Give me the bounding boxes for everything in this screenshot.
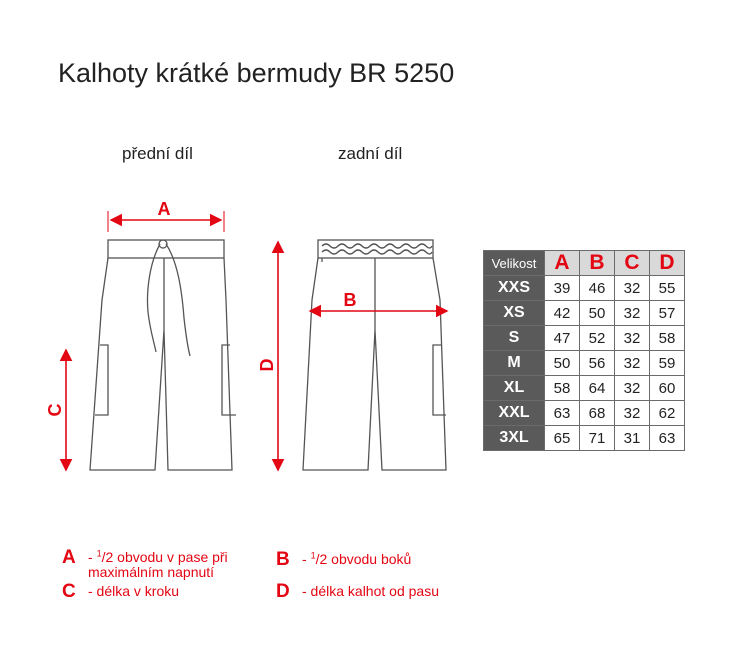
value-b: 71: [579, 425, 615, 451]
size-label: XL: [483, 375, 545, 401]
legend-text-c: - délka v kroku: [88, 583, 180, 599]
value-a: 42: [544, 300, 580, 326]
value-b: 46: [579, 275, 615, 301]
value-d: 63: [649, 425, 685, 451]
value-a: 65: [544, 425, 580, 451]
back-side-pocket: [432, 344, 446, 416]
front-shorts-outline: [89, 239, 236, 471]
value-d: 58: [649, 325, 685, 351]
value-b: 56: [579, 350, 615, 376]
back-waistband: [317, 239, 434, 259]
value-a: 58: [544, 375, 580, 401]
value-a: 63: [544, 400, 580, 426]
value-c: 32: [614, 375, 650, 401]
size-label: XXS: [483, 275, 545, 301]
dimension-c: C: [45, 348, 73, 472]
legend-letter-d: D: [276, 581, 290, 602]
size-table: Velikost A B C D XXS 39 46 32 55 XS 42 5…: [483, 250, 685, 451]
size-label: XXL: [483, 400, 545, 426]
value-a: 47: [544, 325, 580, 351]
value-c: 32: [614, 300, 650, 326]
legend-letter-b: B: [276, 549, 290, 570]
value-a: 39: [544, 275, 580, 301]
column-c-header: C: [614, 250, 650, 276]
table-row: XS 42 50 32 57: [483, 300, 685, 326]
value-b: 50: [579, 300, 615, 326]
table-row: XL 58 64 32 60: [483, 375, 685, 401]
value-d: 57: [649, 300, 685, 326]
dimension-a: A: [107, 199, 225, 232]
size-column-header: Velikost: [483, 250, 545, 276]
value-c: 32: [614, 325, 650, 351]
value-d: 59: [649, 350, 685, 376]
table-row: XXL 63 68 32 62: [483, 400, 685, 426]
dimension-b-letter: B: [344, 290, 357, 310]
value-c: 32: [614, 400, 650, 426]
value-a: 50: [544, 350, 580, 376]
column-b-header: B: [579, 250, 615, 276]
legend-text-d: - délka kalhot od pasu: [302, 583, 439, 599]
value-b: 64: [579, 375, 615, 401]
value-d: 55: [649, 275, 685, 301]
legend-text-b: - 1/2 obvodu boků: [302, 550, 412, 567]
value-c: 32: [614, 350, 650, 376]
front-view-label: přední díl: [122, 144, 193, 163]
value-d: 60: [649, 375, 685, 401]
value-c: 32: [614, 275, 650, 301]
size-label: S: [483, 325, 545, 351]
value-c: 31: [614, 425, 650, 451]
table-row: XXS 39 46 32 55: [483, 275, 685, 301]
back-shorts-outline: [302, 239, 447, 471]
dimension-d-letter: D: [257, 359, 277, 372]
legend-letter-a: A: [62, 547, 76, 568]
size-label: XS: [483, 300, 545, 326]
legend-letter-c: C: [62, 581, 76, 602]
front-waistband: [107, 239, 225, 259]
back-view-label: zadní díl: [338, 144, 403, 163]
dimension-b: B: [308, 290, 449, 318]
table-row: S 47 52 32 58: [483, 325, 685, 351]
dimension-a-letter: A: [158, 199, 171, 219]
size-label: M: [483, 350, 545, 376]
size-table-header: Velikost A B C D: [483, 250, 685, 276]
value-b: 68: [579, 400, 615, 426]
size-label: 3XL: [483, 425, 545, 451]
front-side-pocket: [95, 344, 109, 416]
table-row: 3XL 65 71 31 63: [483, 425, 685, 451]
value-b: 52: [579, 325, 615, 351]
dimension-d: D: [257, 240, 285, 472]
dimension-c-letter: C: [45, 404, 65, 417]
table-row: M 50 56 32 59: [483, 350, 685, 376]
value-d: 62: [649, 400, 685, 426]
page-title: Kalhoty krátké bermudy BR 5250: [58, 58, 455, 88]
column-a-header: A: [544, 250, 580, 276]
column-d-header: D: [649, 250, 685, 276]
